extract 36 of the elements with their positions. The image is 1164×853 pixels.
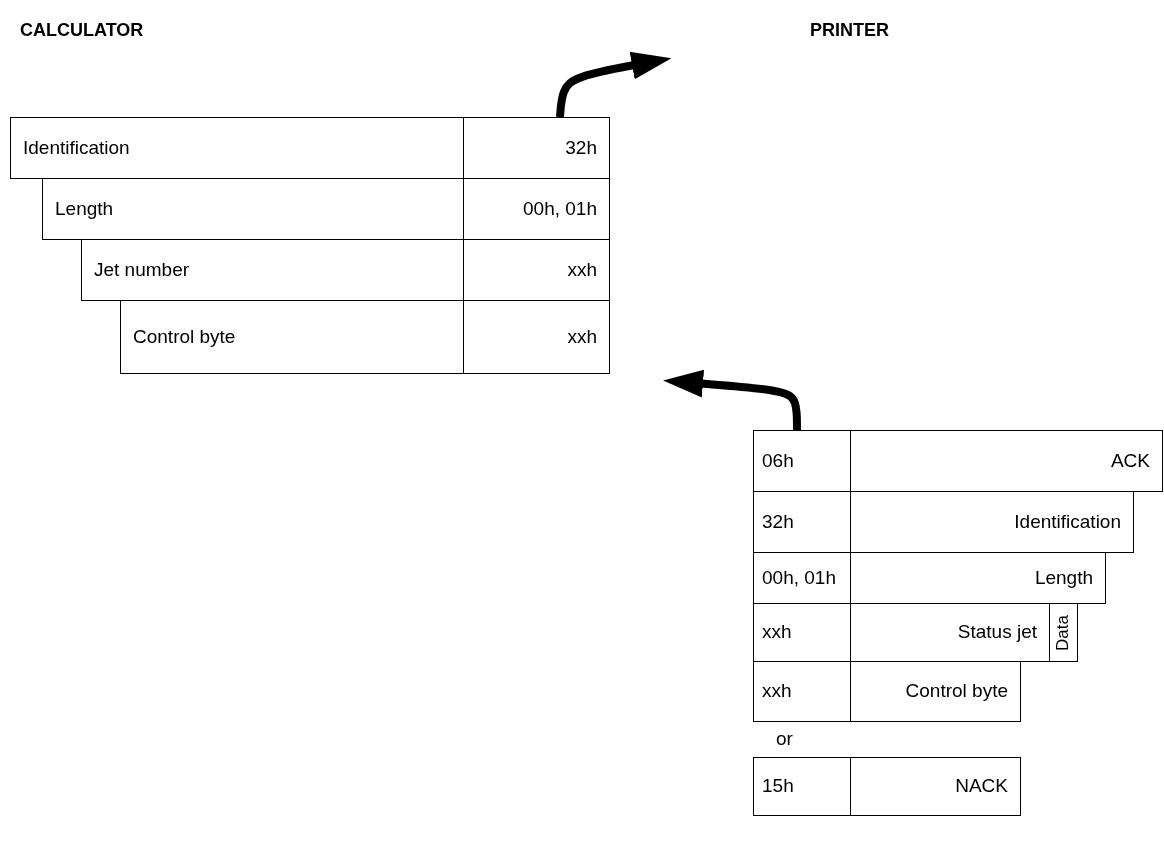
field-name: Identification — [1014, 511, 1121, 533]
field-name: Control byte — [133, 326, 236, 348]
alternative-note: or — [776, 728, 793, 750]
field-name: Control byte — [905, 681, 1008, 702]
field-value: 00h, 01h — [762, 567, 836, 589]
field-value: xxh — [567, 326, 597, 348]
field-value: xxh — [762, 622, 792, 643]
table-row — [1049, 603, 1078, 662]
column-heading: PRINTER — [810, 20, 889, 41]
field-value: 15h — [762, 776, 794, 797]
table-row — [753, 430, 1163, 492]
field-name: Identification — [23, 137, 130, 159]
field-value: 32h — [762, 511, 794, 533]
table-row — [753, 661, 1021, 722]
table-row — [10, 117, 610, 179]
table-row — [753, 491, 1134, 553]
column-heading: CALCULATOR — [20, 20, 144, 41]
table-row — [81, 239, 610, 301]
table-row — [42, 178, 610, 240]
field-name: NACK — [955, 776, 1008, 797]
field-name: Jet number — [94, 259, 190, 281]
vertical-label: Data — [1054, 614, 1073, 651]
field-value: 00h, 01h — [523, 198, 597, 220]
table-row — [120, 300, 610, 374]
table-row — [753, 552, 1106, 604]
field-name: ACK — [1110, 450, 1150, 472]
table-row — [753, 757, 1021, 816]
field-value: 32h — [565, 137, 597, 159]
flow-arrow — [556, 51, 672, 118]
field-value: xxh — [762, 681, 792, 702]
field-value: xxh — [567, 259, 597, 281]
field-name: Length — [55, 198, 114, 220]
field-value: 06h — [762, 450, 794, 472]
field-name: Status jet — [957, 622, 1037, 643]
field-name: Length — [1034, 567, 1093, 589]
table-row — [753, 603, 1050, 662]
